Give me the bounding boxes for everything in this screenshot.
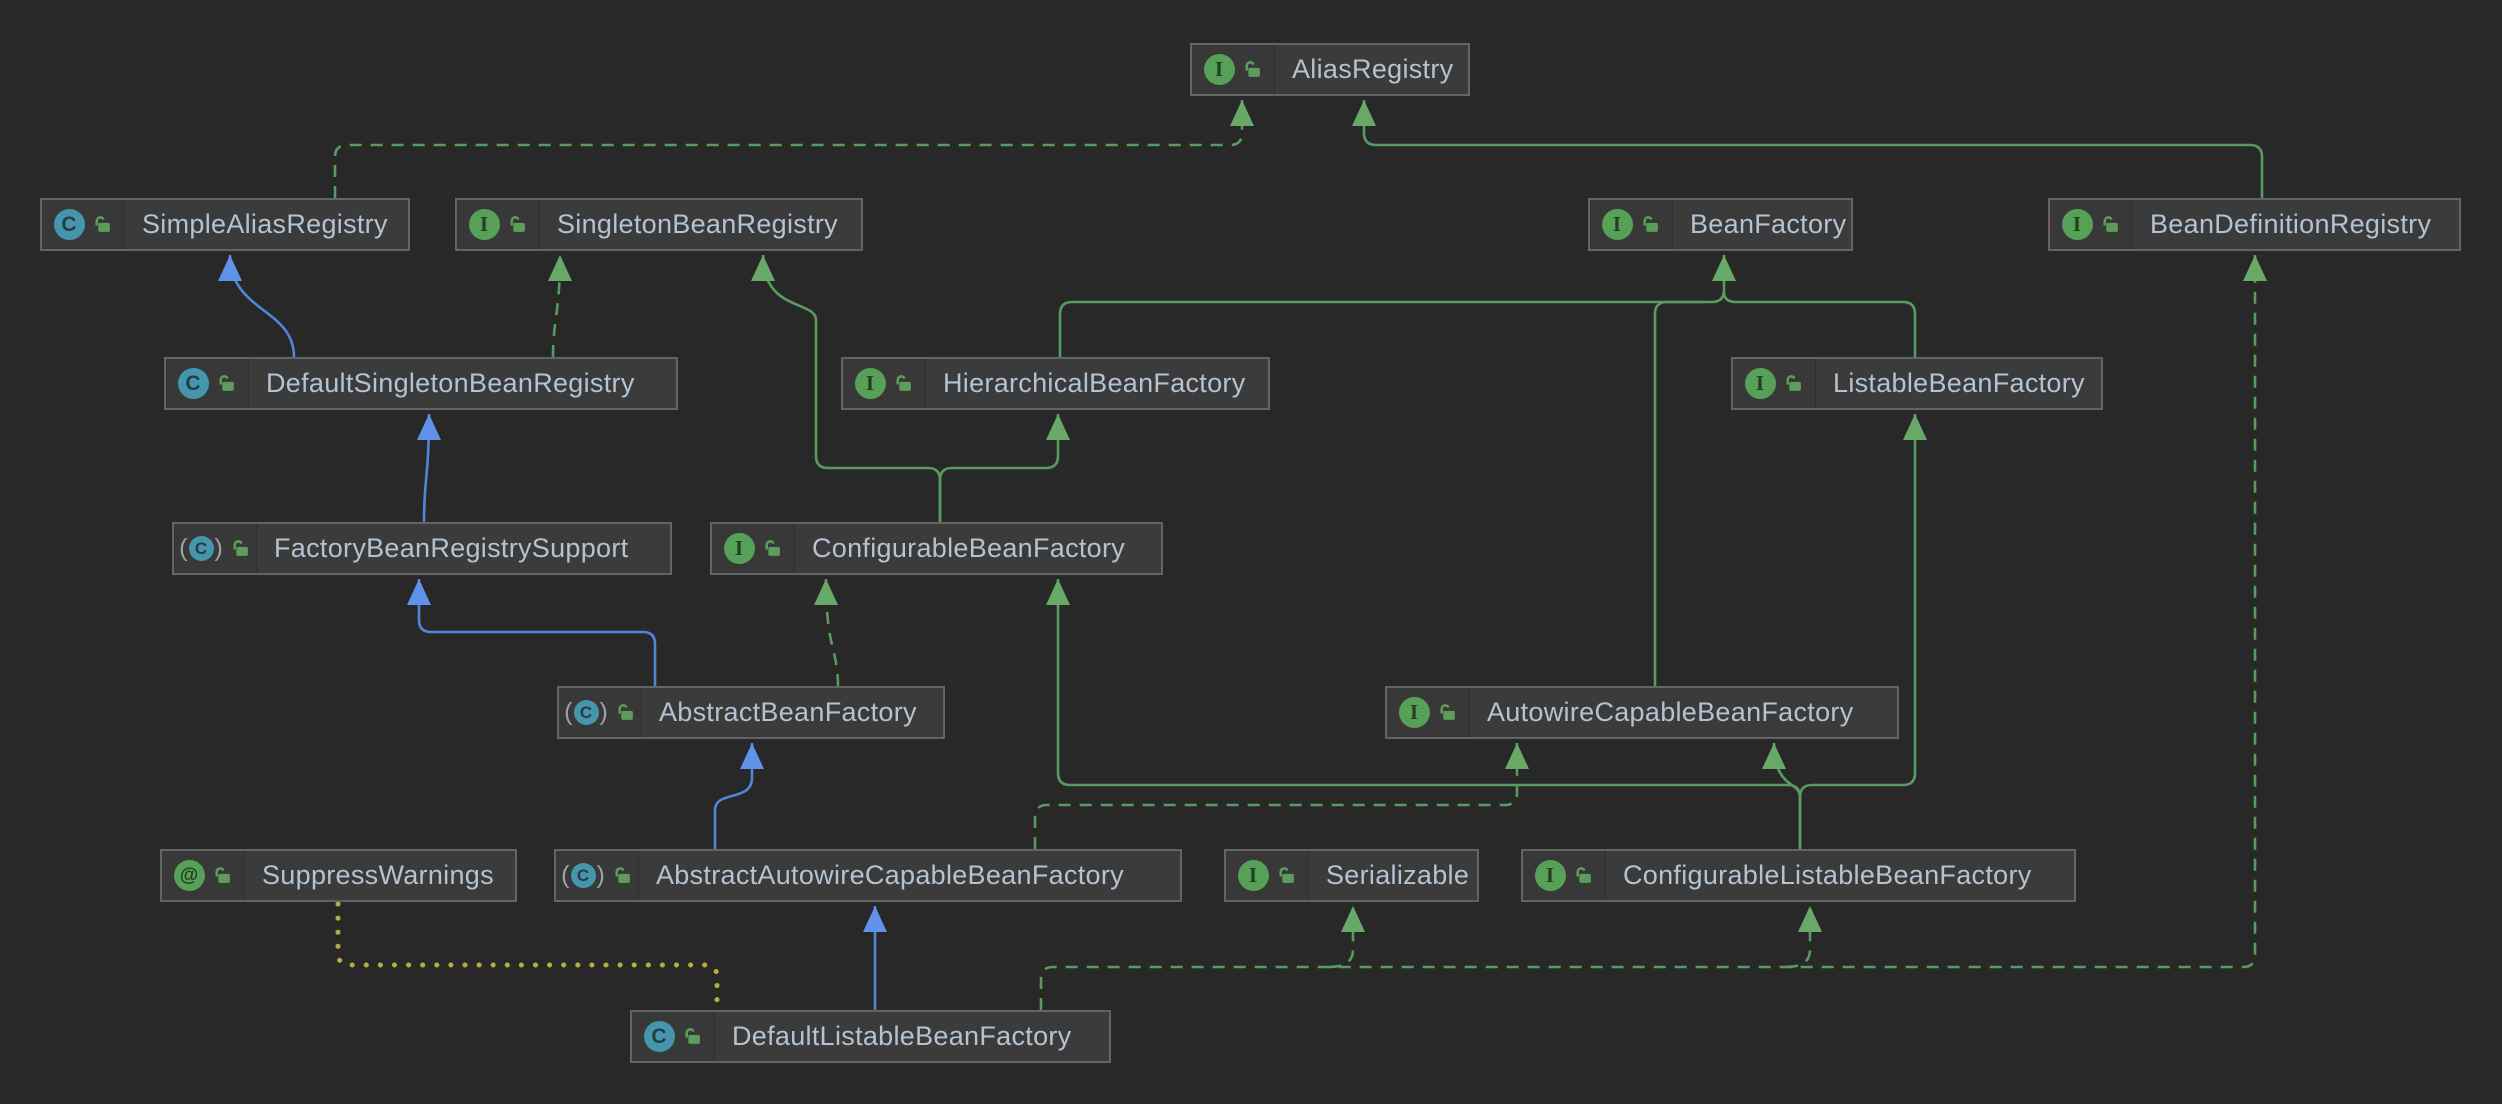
node-label: AliasRegistry <box>1292 54 1454 84</box>
edge-configurablelistablebeanfactory-extends-listablebeanfactory <box>1798 414 1927 849</box>
node-label: SingletonBeanRegistry <box>557 209 838 239</box>
unlock-icon <box>615 867 630 883</box>
edge-autowirecapablebeanfactory-extends-beanfactory <box>1653 300 1706 686</box>
edge-factorybeanregistrysupport-extends-defaultsingletonbeanregistry <box>416 413 441 523</box>
node-singletonbeanregistry[interactable]: I SingletonBeanRegistry <box>455 198 863 251</box>
interface-icon: I <box>1203 54 1235 85</box>
abstract-class-icon: C <box>570 863 596 888</box>
node-label: BeanFactory <box>1690 209 1847 239</box>
annotation-icon: @ <box>173 860 205 891</box>
node-label: HierarchicalBeanFactory <box>943 368 1246 398</box>
interface-icon: I <box>723 533 755 564</box>
edge-configurablebeanfactory-extends-hierarchicalbeanfactory <box>938 414 1070 522</box>
node-label: AutowireCapableBeanFactory <box>1487 697 1854 727</box>
edge-abstractautowirecapablebeanfactory-extends-abstractbeanfactory <box>713 743 764 849</box>
unlock-icon <box>2102 216 2118 232</box>
interface-icon: I <box>1237 860 1269 891</box>
node-beanfactory[interactable]: I BeanFactory <box>1588 198 1853 251</box>
interface-icon: I <box>854 368 886 399</box>
interface-icon: I <box>1534 860 1566 891</box>
edge-defaultlistablebeanfactory-implements-serializable <box>1328 906 1365 969</box>
unlock-icon <box>895 375 911 391</box>
class-icon: C <box>177 368 209 399</box>
unlock-icon <box>509 216 525 232</box>
unlock-icon <box>218 375 234 391</box>
unlock-icon <box>764 540 780 556</box>
unlock-icon <box>1439 704 1455 720</box>
unlock-icon <box>214 867 230 883</box>
node-label: FactoryBeanRegistrySupport <box>274 533 629 563</box>
edge-beandefinitionregistry-extends-aliasregistry <box>1352 100 2264 198</box>
edge-simplealiasregistry-implements-aliasregistry <box>333 100 1254 198</box>
interface-icon: I <box>1744 368 1776 399</box>
edge-abstractbeanfactory-implements-configurablebeanfactory <box>814 578 840 687</box>
node-defaultlistablebeanfactory[interactable]: C DefaultListableBeanFactory <box>630 1010 1111 1063</box>
edge-defaultlistablebeanfactory-implements-configurablelistablebeanfactory <box>1785 906 1822 969</box>
class-icon: C <box>643 1021 675 1052</box>
interface-icon: I <box>1601 209 1633 240</box>
node-abstractautowirecapablebeanfactory[interactable]: C AbstractAutowireCapableBeanFactory <box>554 849 1182 902</box>
node-aliasregistry[interactable]: I AliasRegistry <box>1190 43 1470 96</box>
node-label: ConfigurableBeanFactory <box>812 533 1126 563</box>
node-label: Serializable <box>1326 860 1470 890</box>
edge-defaultsingletonbeanregistry-implements-singletonbeanregistry <box>547 254 572 358</box>
node-serializable[interactable]: I Serializable <box>1224 849 1479 902</box>
node-label: SimpleAliasRegistry <box>142 209 388 239</box>
node-autowirecapablebeanfactory[interactable]: I AutowireCapableBeanFactory <box>1385 686 1899 739</box>
node-label: SuppressWarnings <box>262 860 494 890</box>
unlock-icon <box>1575 867 1591 883</box>
edge-suppresswarnings-annotates-defaultlistablebeanfactory <box>335 901 720 1009</box>
interface-icon: I <box>468 209 500 240</box>
interface-icon: I <box>1398 697 1430 728</box>
node-configurablelistablebeanfactory[interactable]: I ConfigurableListableBeanFactory <box>1521 849 2076 902</box>
unlock-icon <box>1244 61 1260 77</box>
node-defaultsingletonbeanregistry[interactable]: C DefaultSingletonBeanRegistry <box>164 357 678 410</box>
abstract-class-icon: C <box>188 536 214 561</box>
unlock-icon <box>618 704 633 720</box>
class-icon: C <box>53 209 85 240</box>
unlock-icon <box>233 540 248 556</box>
node-label: AbstractBeanFactory <box>659 697 917 727</box>
node-listablebeanfactory[interactable]: I ListableBeanFactory <box>1731 357 2103 410</box>
edge-defaultsingletonbeanregistry-extends-simplealiasregistry <box>218 254 296 358</box>
node-beandefinitionregistry[interactable]: I BeanDefinitionRegistry <box>2048 198 2461 251</box>
unlock-icon <box>1785 375 1801 391</box>
edge-configurablebeanfactory-extends-singletonbeanregistry <box>751 254 942 522</box>
node-label: ListableBeanFactory <box>1833 368 2085 398</box>
edge-listablebeanfactory-extends-beanfactory <box>1722 291 1917 357</box>
node-label: ConfigurableListableBeanFactory <box>1623 860 2032 890</box>
node-factorybeanregistrysupport[interactable]: C FactoryBeanRegistrySupport <box>172 522 672 575</box>
node-label: BeanDefinitionRegistry <box>2150 209 2432 239</box>
node-abstractbeanfactory[interactable]: C AbstractBeanFactory <box>557 686 945 739</box>
node-label: DefaultListableBeanFactory <box>732 1021 1072 1051</box>
edge-hierarchicalbeanfactory-extends-beanfactory <box>1058 255 1736 357</box>
node-configurablebeanfactory[interactable]: I ConfigurableBeanFactory <box>710 522 1163 575</box>
unlock-icon <box>1642 216 1658 232</box>
unlock-icon <box>1278 867 1294 883</box>
node-label: DefaultSingletonBeanRegistry <box>266 368 635 398</box>
abstract-class-icon: C <box>573 700 599 725</box>
edge-abstractbeanfactory-extends-factorybeanregistrysupport <box>407 579 657 686</box>
unlock-icon <box>94 216 110 232</box>
node-hierarchicalbeanfactory[interactable]: I HierarchicalBeanFactory <box>841 357 1270 410</box>
interface-icon: I <box>2061 209 2093 240</box>
node-label: AbstractAutowireCapableBeanFactory <box>656 860 1124 890</box>
edge-configurablelistablebeanfactory-extends-autowirecapablebeanfactory <box>1762 742 1802 849</box>
node-suppresswarnings[interactable]: @ SuppressWarnings <box>160 849 517 902</box>
node-simplealiasregistry[interactable]: C SimpleAliasRegistry <box>40 198 410 251</box>
unlock-icon <box>684 1028 700 1044</box>
edge-abstractautowirecapablebeanfactory-implements-autowirecapablebeanfactory <box>1033 743 1529 849</box>
